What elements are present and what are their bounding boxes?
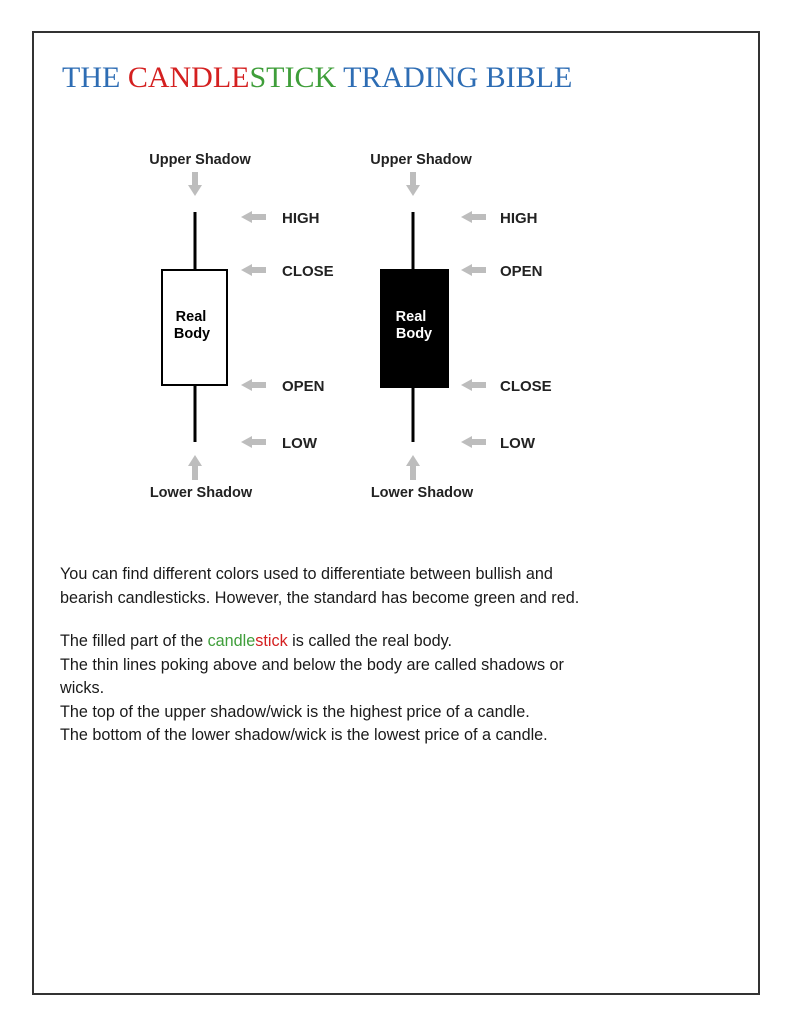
bearish-real-body	[380, 269, 449, 388]
bearish-lower-shadow-label: Lower Shadow	[371, 485, 474, 501]
bullish-low-label: LOW	[282, 435, 318, 452]
bearish-open-label: OPEN	[500, 263, 543, 280]
bearish-lower-shadow-arrow-icon	[406, 455, 420, 480]
body-line-1-after: is called the real body.	[287, 632, 453, 650]
title-candle: CANDLE	[127, 61, 250, 94]
bearish-body-label-real: Real	[396, 309, 427, 325]
bullish-body-label-real: Real	[176, 309, 207, 325]
bullish-low-arrow-icon	[241, 436, 266, 448]
bullish-body-label-body: Body	[174, 326, 210, 342]
body-line-1-before: The filled part of the	[60, 632, 208, 650]
bullish-upper-shadow-arrow-icon	[188, 172, 202, 196]
bearish-high-arrow-icon	[461, 211, 486, 223]
bullish-open-label: OPEN	[282, 378, 325, 395]
document-page	[32, 31, 760, 995]
body-line-1: The filled part of the candlestick is ca…	[60, 630, 700, 654]
bearish-high-label: HIGH	[500, 210, 538, 227]
title-trading-bible: TRADING BIBLE	[336, 61, 573, 94]
intro-line-1: You can find different colors used to di…	[60, 565, 553, 583]
bullish-open-arrow-icon	[241, 379, 266, 391]
intro-paragraph: You can find different colors used to di…	[60, 563, 700, 610]
stick-word: stick	[255, 632, 288, 650]
bearish-low-label: LOW	[500, 435, 536, 452]
body-line-5: The bottom of the lower shadow/wick is t…	[60, 726, 548, 744]
bullish-upper-shadow-label: Upper Shadow	[149, 152, 251, 168]
title-stick: STICK	[249, 61, 337, 94]
bullish-close-label: CLOSE	[282, 263, 334, 280]
body-line-4: The top of the upper shadow/wick is the …	[60, 702, 530, 721]
bearish-close-label: CLOSE	[500, 378, 552, 395]
bearish-upper-shadow-label: Upper Shadow	[370, 152, 472, 168]
bearish-open-arrow-icon	[461, 264, 486, 276]
bearish-low-arrow-icon	[461, 436, 486, 448]
bullish-lower-shadow-label: Lower Shadow	[150, 485, 253, 501]
page-title: THE CANDLESTICK TRADING BIBLE	[62, 63, 572, 93]
body-line-2: The thin lines poking above and below th…	[60, 655, 564, 674]
bullish-close-arrow-icon	[241, 264, 266, 276]
bullish-high-label: HIGH	[282, 210, 320, 227]
body-paragraph: The filled part of the candlestick is ca…	[60, 630, 700, 748]
bearish-body-label-body: Body	[396, 326, 432, 342]
body-line-3: wicks.	[60, 679, 105, 697]
bearish-upper-shadow-arrow-icon	[406, 172, 420, 196]
bearish-close-arrow-icon	[461, 379, 486, 391]
bullish-lower-shadow-arrow-icon	[188, 455, 202, 480]
bearish-candle: Upper Shadow Real Body HIGH OPEN CLOSE	[370, 152, 551, 501]
intro-line-2: bearish candlesticks. However, the stand…	[60, 588, 580, 607]
candle-word: candle	[207, 632, 256, 650]
bullish-candle: Upper Shadow Real Body HIGH CLOSE OPEN	[149, 152, 333, 501]
bullish-high-arrow-icon	[241, 211, 266, 223]
title-the: THE	[62, 61, 128, 94]
